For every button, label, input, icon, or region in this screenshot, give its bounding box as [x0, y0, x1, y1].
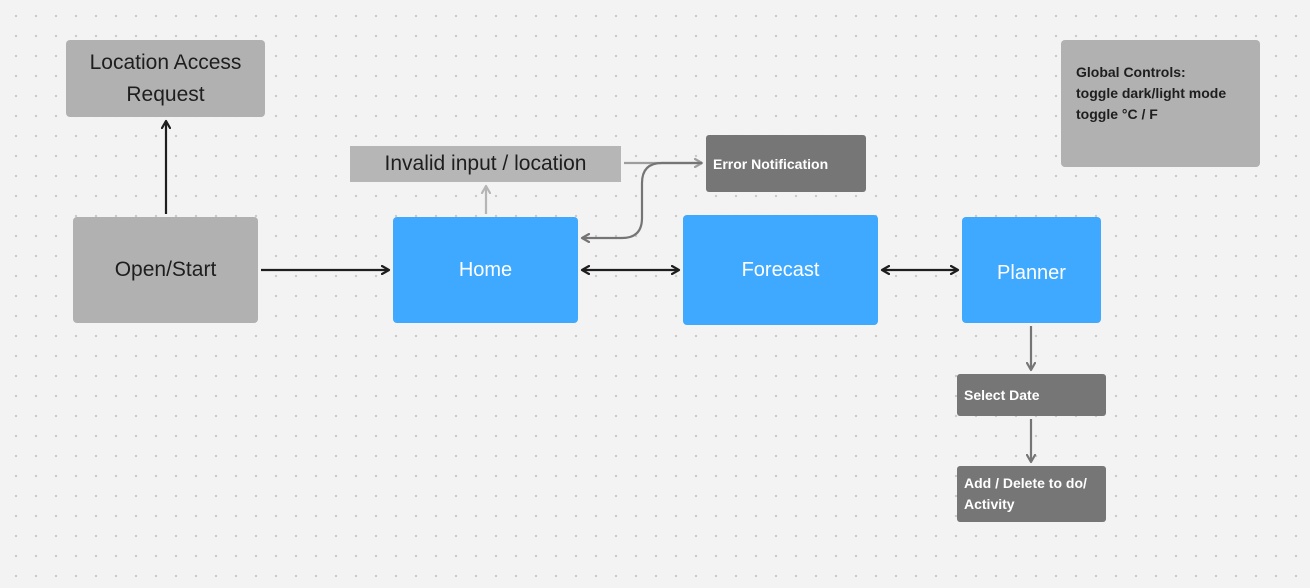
error-notification-label: Error Notification: [713, 155, 829, 172]
select-date-label: Select Date: [964, 387, 1040, 403]
global-controls-units: toggle °C / F: [1076, 106, 1158, 122]
select-date-node[interactable]: Select Date: [957, 374, 1106, 416]
add-delete-text: Add / Delete to do/ Activity: [964, 473, 1087, 515]
global-controls-note: Global Controls: toggle dark/light mode …: [1061, 40, 1260, 167]
open-start-label: Open/Start: [114, 258, 217, 281]
global-controls-text: Global Controls: toggle dark/light mode …: [1076, 62, 1226, 125]
invalid-input-label: Invalid input / location: [384, 152, 587, 175]
location-access-request-text: Location Access Request: [90, 47, 242, 111]
open-start-node[interactable]: Open/Start: [73, 217, 258, 323]
home-label: Home: [458, 258, 513, 281]
error-notification-node[interactable]: Error Notification: [706, 135, 866, 192]
add-delete-line-1: Add / Delete to do/: [964, 475, 1087, 491]
invalid-input-node[interactable]: Invalid input / location: [350, 146, 621, 182]
home-node[interactable]: Home: [393, 217, 578, 323]
forecast-node[interactable]: Forecast: [683, 215, 878, 325]
location-access-line-2: Request: [126, 82, 205, 106]
location-access-request-node[interactable]: Location Access Request: [66, 40, 265, 117]
add-delete-activity-node[interactable]: Add / Delete to do/ Activity: [957, 466, 1106, 522]
planner-node[interactable]: Planner: [962, 217, 1101, 323]
global-controls-theme: toggle dark/light mode: [1076, 85, 1227, 101]
location-access-line-1: Location Access: [89, 50, 242, 74]
forecast-label: Forecast: [741, 258, 820, 281]
add-delete-line-2: Activity: [964, 496, 1015, 512]
global-controls-title: Global Controls:: [1076, 64, 1186, 80]
planner-label: Planner: [997, 261, 1066, 284]
